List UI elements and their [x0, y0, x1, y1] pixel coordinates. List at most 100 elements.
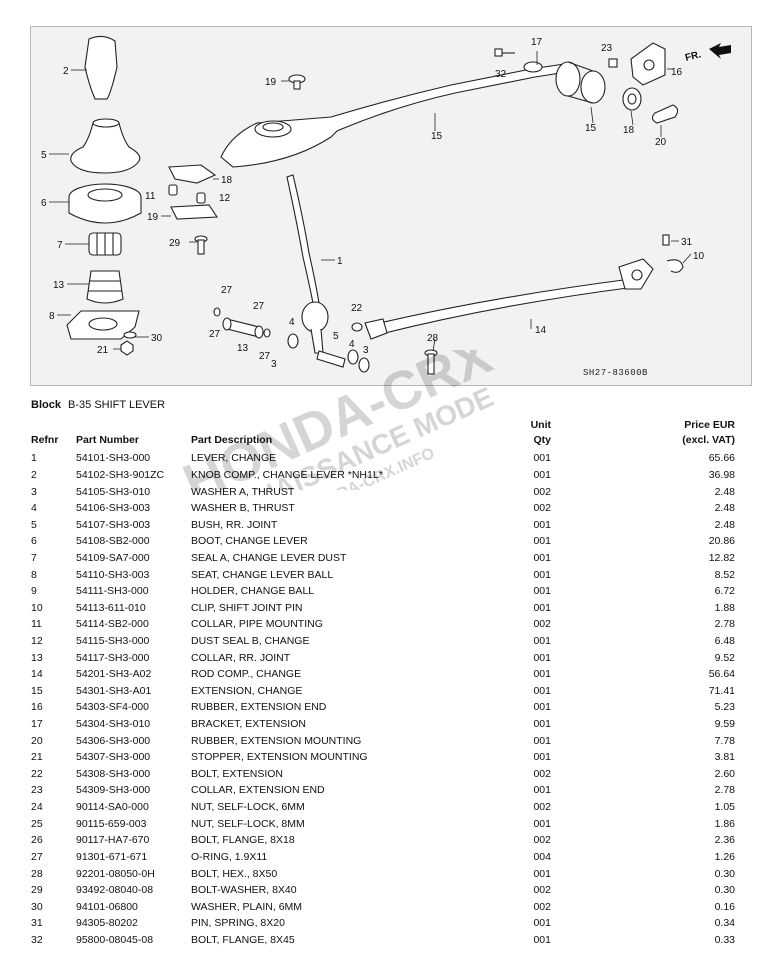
cell-refnr: 25: [31, 817, 43, 830]
cell-unit-qty: 001: [533, 468, 551, 481]
cell-price: 2.36: [714, 834, 735, 847]
cell-unit-qty: 001: [533, 518, 551, 531]
cell-unit-qty: 001: [533, 585, 551, 598]
cell-unit-qty: 002: [533, 801, 551, 814]
cell-unit-qty: 001: [533, 917, 551, 930]
cell-unit-qty: 001: [533, 452, 551, 465]
cell-description: CLIP, SHIFT JOINT PIN: [191, 601, 303, 614]
shift-boot: [70, 122, 141, 174]
cell-price: 2.48: [714, 502, 735, 515]
callout-20: 18: [221, 175, 233, 186]
cell-refnr: 17: [31, 718, 43, 731]
cell-price: 6.72: [714, 585, 735, 598]
cell-part-number: 54301-SH3-A01: [76, 684, 152, 697]
cell-description: HOLDER, CHANGE BALL: [191, 585, 315, 598]
cell-refnr: 6: [31, 535, 37, 548]
cell-price: 9.52: [714, 651, 735, 664]
callout-11b: 12: [219, 193, 231, 204]
cell-description: COLLAR, RR. JOINT: [191, 651, 291, 664]
cell-unit-qty: 002: [533, 485, 551, 498]
callout-2: 2: [63, 66, 69, 77]
header-refnr: Refnr: [31, 434, 59, 446]
cell-part-number: 54110-SH3-003: [76, 568, 150, 581]
callout-27b: 27: [253, 301, 265, 312]
cell-description: BOLT-WASHER, 8X40: [191, 884, 297, 897]
cell-unit-qty: 001: [533, 684, 551, 697]
cell-price: 8.52: [714, 568, 735, 581]
callout-23: 20: [655, 137, 667, 148]
cell-description: STOPPER, EXTENSION MOUNTING: [191, 751, 368, 764]
cell-description: ROD COMP., CHANGE: [191, 668, 302, 681]
cell-price: 7.78: [714, 734, 735, 747]
cell-price: 1.86: [714, 817, 735, 830]
callout-9: 8: [49, 311, 55, 322]
cell-description: RUBBER, EXTENSION MOUNTING: [191, 734, 362, 747]
shift-knob: [84, 35, 118, 100]
front-arrow-icon: [709, 43, 731, 59]
callout-30: 30: [151, 333, 163, 344]
cell-part-number: 94305-80202: [76, 917, 138, 930]
callout-11a: 11: [145, 191, 156, 202]
change-lever: [286, 174, 320, 304]
cell-part-number: 92201-08050-0H: [76, 867, 155, 880]
header-price-line2: (excl. VAT): [682, 434, 735, 446]
cell-price: 2.78: [714, 784, 735, 797]
parts-table: Refnr Part Number Part Description Unit …: [31, 418, 735, 948]
cell-description: BOLT, EXTENSION: [191, 767, 283, 780]
callout-14: 14: [535, 325, 547, 336]
cell-description: KNOB COMP., CHANGE LEVER *NH1L*: [191, 468, 383, 481]
cell-part-number: 93492-08040-08: [76, 884, 154, 897]
callout-8: 7: [57, 240, 63, 251]
cell-refnr: 5: [31, 518, 37, 531]
cell-part-number: 54307-SH3-000: [76, 751, 151, 764]
callout-16: 15: [585, 123, 597, 134]
cell-description: BOLT, FLANGE, 8X45: [191, 933, 295, 946]
cell-part-number: 54109-SA7-000: [76, 551, 150, 564]
callout-3a: 3: [271, 359, 277, 370]
header-unit-qty: Unit Qty: [530, 419, 551, 446]
callout-4a: 4: [289, 317, 295, 328]
cell-part-number: 54106-SH3-003: [76, 502, 151, 515]
cell-price: 71.41: [708, 684, 735, 697]
cell-part-number: 95800-08045-08: [76, 933, 154, 946]
callout-4b: 4: [349, 339, 355, 350]
cell-unit-qty: 001: [533, 751, 551, 764]
callout-31: 31: [681, 237, 693, 248]
callout-7: 6: [41, 198, 47, 209]
cell-unit-qty: 001: [533, 718, 551, 731]
cell-refnr: 32: [31, 933, 43, 946]
cell-price: 65.66: [708, 452, 735, 465]
callout-24: 21: [97, 345, 109, 356]
cell-refnr: 7: [31, 551, 37, 564]
cell-description: COLLAR, EXTENSION END: [191, 784, 325, 797]
cell-unit-qty: 001: [533, 817, 551, 830]
cell-description: SEAL A, CHANGE LEVER DUST: [191, 551, 347, 564]
cell-refnr: 13: [31, 651, 43, 664]
cell-price: 0.34: [714, 917, 735, 930]
cell-refnr: 30: [31, 900, 43, 913]
cell-price: 1.26: [714, 850, 735, 863]
callout-10: 10: [693, 251, 705, 262]
parts-diagram: FR. 2: [30, 26, 752, 386]
callout-3b: 3: [363, 345, 369, 356]
cell-unit-qty: 001: [533, 601, 551, 614]
callout-13: 13: [237, 343, 249, 354]
block-label: Block: [31, 399, 61, 411]
cell-unit-qty: 001: [533, 651, 551, 664]
cell-unit-qty: 001: [533, 635, 551, 647]
cell-price: 0.30: [714, 867, 735, 880]
cell-unit-qty: 002: [533, 767, 551, 780]
callout-1: 1: [337, 256, 343, 267]
cell-part-number: 54113-611-010: [76, 601, 146, 614]
extension-end-rubber: [523, 61, 543, 73]
cell-refnr: 2: [31, 468, 37, 481]
cell-description: NUT, SELF-LOCK, 6MM: [191, 801, 305, 814]
